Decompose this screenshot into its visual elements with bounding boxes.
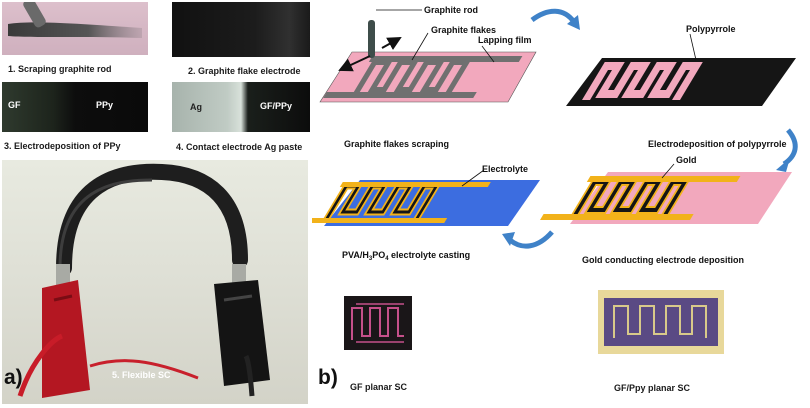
label-flexible-sc: 5. Flexible SC: [112, 370, 171, 380]
caption-electrodeposition-ppy: Electrodeposition of polypyrrole: [648, 139, 787, 149]
curved-arrow-1: [530, 8, 577, 24]
flexible-sc-illustration: [17, 163, 270, 398]
photo-flexible-sc: 5. Flexible SC: [2, 160, 308, 404]
caption-step2: 2. Graphite flake electrode: [188, 66, 301, 76]
label-ppy: PPy: [96, 100, 114, 110]
gf-ppy-planar-pattern: [604, 298, 718, 346]
stage-gold-deposition: Gold Gold conducting electrode depositio…: [539, 155, 792, 265]
photo-graphite-flake-electrode: [172, 2, 310, 57]
fabrication-schematic: Graphite rod Graphite flakes Lapping fil…: [312, 5, 798, 265]
graphite-rod-icon: [368, 20, 375, 58]
caption-gold-deposition: Gold conducting electrode deposition: [582, 255, 744, 265]
interdigitated-pattern-graphite: [323, 56, 523, 98]
stage-electrodeposition-ppy: Polypyrrole Electrodeposition of polypyr…: [566, 24, 796, 149]
caption-step1: 1. Scraping graphite rod: [8, 64, 112, 74]
caption-step3: 3. Electrodeposition of PPy: [4, 141, 121, 151]
stage-electrolyte-casting: Electrolyte PVA/H3PO4 electrolyte castin…: [312, 164, 540, 262]
panel-letter-b: b): [318, 366, 338, 389]
label-gf-ppy: GF/PPy: [260, 101, 293, 111]
photo-electrodeposition-ppy: GF PPy: [2, 82, 148, 132]
gf-planar-pattern: [351, 303, 404, 343]
caption-graphite-scraping: Graphite flakes scraping: [344, 139, 449, 149]
panel-letter-a: a): [4, 366, 23, 389]
curved-arrow-3: [508, 230, 554, 249]
graphite-streak-illustration: [8, 2, 142, 38]
photo-contact-electrode-ag: Ag GF/PPy: [172, 82, 310, 132]
caption-gf-ppy-planar-sc: GF/Ppy planar SC: [614, 383, 691, 393]
stage-graphite-scraping: Graphite rod Graphite flakes Lapping fil…: [319, 5, 537, 149]
label-electrolyte: Electrolyte: [482, 164, 528, 174]
label-lapping-film: Lapping film: [478, 35, 532, 45]
label-ag: Ag: [190, 102, 202, 112]
label-graphite-flakes: Graphite flakes: [431, 25, 496, 35]
label-gf: GF: [8, 100, 21, 110]
caption-step4: 4. Contact electrode Ag paste: [176, 142, 303, 152]
photo-scraping-graphite-rod: [2, 2, 148, 55]
caption-electrolyte-casting: PVA/H3PO4 electrolyte casting: [342, 250, 470, 262]
label-graphite-rod: Graphite rod: [424, 5, 478, 15]
caption-gf-planar-sc: GF planar SC: [350, 382, 408, 392]
photo-gf-planar-sc: [344, 296, 412, 350]
label-gold: Gold: [676, 155, 697, 165]
photo-gf-ppy-planar-sc: [598, 290, 724, 354]
label-polypyrrole: Polypyrrole: [686, 24, 736, 34]
